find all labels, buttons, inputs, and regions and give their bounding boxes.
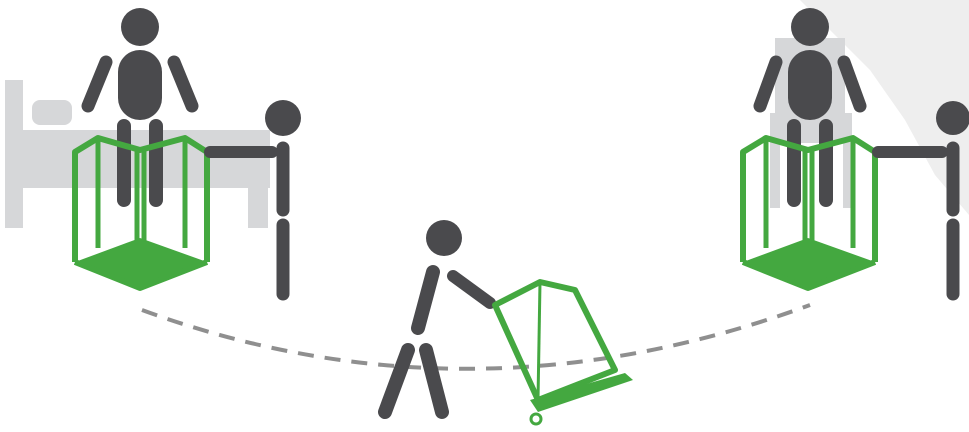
tilted-transfer-aid-icon [495,282,633,424]
transfer-path-arc [142,305,810,369]
transfer-aid-icon [743,138,875,288]
caregiver-walking-figure [385,220,490,412]
wheel-icon [531,414,541,424]
stage-bed [5,8,301,294]
stage-moving [385,220,633,424]
